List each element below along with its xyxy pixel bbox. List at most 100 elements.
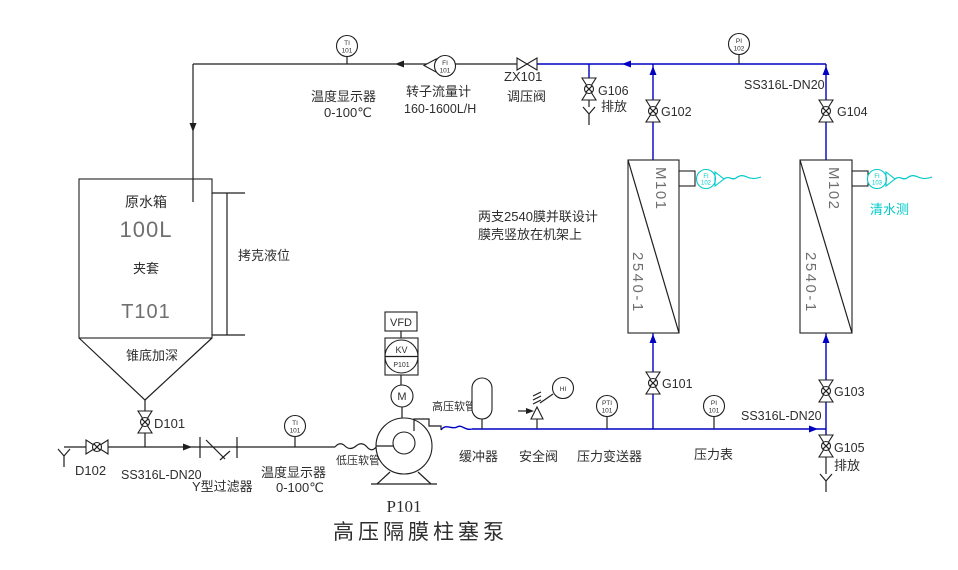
arrow-left-blue <box>622 60 631 68</box>
ti-top-l2: 101 <box>342 48 353 55</box>
pi101-l2: 101 <box>709 408 720 415</box>
g103-valve: G103 <box>817 379 865 403</box>
pipe-spec-bottom-right: SS316L-DN20 <box>741 409 822 423</box>
pti101-bubble <box>595 394 619 418</box>
lp-hose-wave <box>334 443 378 451</box>
m101-permeate-port <box>678 170 696 187</box>
g106-tag: G106 <box>598 84 629 98</box>
g106-drain-valve: G106 排放 <box>580 77 629 125</box>
left-drain-funnel-icon <box>57 448 71 467</box>
g101-tag: G101 <box>662 377 693 391</box>
safety-bubble-label: HI <box>560 386 567 393</box>
arrow-up-m101 <box>649 334 657 343</box>
g106-note: 排放 <box>601 99 627 114</box>
m102-tag: M102 <box>825 167 842 211</box>
pipe-spec-bottom-left: SS316L-DN20 <box>121 468 202 482</box>
pipe-spec-top: SS316L-DN20 <box>744 78 825 92</box>
y-strainer: Y型过滤器 <box>192 437 253 494</box>
pi102-indicator: PI 102 <box>727 32 751 64</box>
fi102-l1: FI <box>703 174 709 180</box>
g101-valve: G101 <box>644 371 693 395</box>
m101-size: 2540-1 <box>629 252 646 314</box>
tank-tag: T101 <box>121 301 171 323</box>
d102-ball-valve: D102 <box>75 438 109 478</box>
y-strainer-label: Y型过滤器 <box>192 479 253 494</box>
fi103-triangle <box>885 170 896 188</box>
g103-tag: G103 <box>834 385 865 399</box>
ti-top-bubble <box>335 34 359 58</box>
fi101-l2: 101 <box>440 68 451 75</box>
safety-valve-label: 安全阀 <box>519 449 558 464</box>
pulsation-buffer: 缓冲器 <box>459 377 498 464</box>
m102-permeate-port <box>851 170 869 187</box>
g105-tag: G105 <box>834 441 865 455</box>
g105-note: 排放 <box>834 458 860 473</box>
lp-hose-label: 低压软管 <box>336 453 380 467</box>
motor-label: M <box>397 391 406 403</box>
safety-valve: HI 安全阀 <box>518 376 575 464</box>
pump-name: 高压隔膜柱塞泵 <box>333 521 508 544</box>
fi101-rotameter: FI 101 转子流量计 160-1600L/H <box>404 54 476 116</box>
fi101-desc2: 160-1600L/H <box>404 102 476 116</box>
left-drain-funnel <box>57 448 71 467</box>
tank-jacket-label: 夹套 <box>133 261 159 276</box>
membrane-m101: M101 2540-1 FI 102 <box>627 159 762 334</box>
g102-tag: G102 <box>661 105 692 119</box>
pi102-l2: 102 <box>734 46 745 53</box>
ti-bottom-l1: TI <box>292 420 298 427</box>
fi102-triangle <box>714 170 725 188</box>
g102-valve: G102 <box>644 99 692 123</box>
arrow-right-bottom <box>183 443 192 451</box>
hp-hose-label: 高压软管 <box>432 399 476 413</box>
arrow-up-g104 <box>822 66 830 75</box>
pti101-desc: 压力变送器 <box>577 449 642 464</box>
pi102-bubble <box>727 32 751 56</box>
fi101-desc1: 转子流量计 <box>406 84 471 99</box>
ti-bottom-bubble <box>283 414 307 438</box>
m102-size: 2540-1 <box>802 252 819 314</box>
g104-valve: G104 <box>817 99 868 123</box>
permeate-label: 清水测 <box>870 202 909 217</box>
ti-bottom-l2: 101 <box>290 428 301 435</box>
d101-valve: D101 <box>136 410 185 434</box>
hp-hose-wave <box>440 425 473 431</box>
pi102-l1: PI <box>736 38 742 45</box>
m101-tag: M101 <box>652 167 669 211</box>
fi101-bubble <box>433 54 457 78</box>
tank-capacity: 100L <box>120 217 173 242</box>
g106-drain-funnel-icon <box>582 106 596 125</box>
arrow-right-blue <box>809 425 818 433</box>
g105-drain-funnel-icon <box>819 473 833 492</box>
tank-name: 原水箱 <box>125 194 167 210</box>
membrane-note-2: 膜壳竖放在机架上 <box>478 227 582 242</box>
safety-bubble <box>551 376 575 400</box>
arrow-down-tank-inlet <box>189 123 197 132</box>
pump-outlet-duct <box>413 418 442 431</box>
vfd-label: VFD <box>390 317 412 329</box>
zx101-regulating-valve: ZX101 调压阀 <box>504 57 546 104</box>
ti-top-indicator: TI 101 温度显示器 0-100℃ <box>311 34 376 120</box>
kv-l2: P101 <box>393 362 409 369</box>
kv-l1: KV <box>395 345 407 355</box>
fi103-sample-line <box>894 175 933 180</box>
arrow-up-g102 <box>649 66 657 75</box>
ti-bottom-desc1: 温度显示器 <box>261 465 326 480</box>
d102-tag: D102 <box>75 463 106 478</box>
tank-level-label: 拷克液位 <box>238 248 290 263</box>
pi101-bubble <box>702 394 726 418</box>
fi102-l2: 102 <box>701 181 712 187</box>
zx101-tag: ZX101 <box>504 69 542 84</box>
fi103-l2: 103 <box>872 181 883 187</box>
g104-tag: G104 <box>837 105 868 119</box>
pti101-l1: PTI <box>602 400 612 407</box>
buffer-label: 缓冲器 <box>459 449 498 464</box>
pi101-desc: 压力表 <box>694 447 733 462</box>
d101-tag: D101 <box>154 416 185 431</box>
pti101-transmitter: PTI 101 压力变送器 <box>577 394 642 464</box>
arrow-left-black <box>395 60 404 68</box>
ti-top-desc1: 温度显示器 <box>311 89 376 104</box>
buffer-capsule <box>471 377 493 420</box>
ti-top-desc2: 0-100℃ <box>324 105 372 120</box>
flow-arrows <box>183 60 830 451</box>
